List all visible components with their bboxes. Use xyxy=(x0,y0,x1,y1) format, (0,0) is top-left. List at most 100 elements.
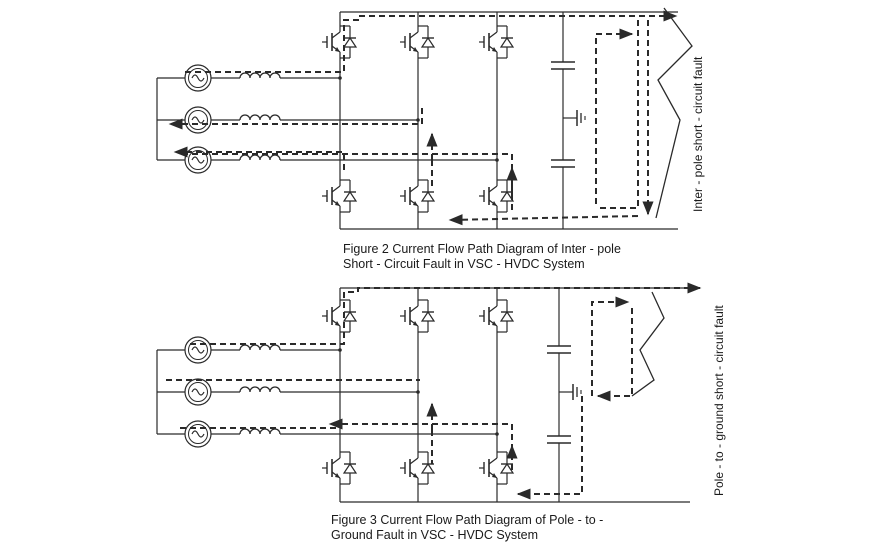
igbt-collector-lead xyxy=(488,457,498,465)
pole-to-ground-fault-diagram xyxy=(156,282,702,503)
igbt-collector-lead xyxy=(331,457,341,465)
junction-dot xyxy=(495,158,499,162)
capacitor xyxy=(547,345,571,354)
igbt-emitter-arrow xyxy=(413,47,418,52)
ac-source-inner xyxy=(188,382,208,402)
inductor xyxy=(239,154,281,161)
fault-current-path xyxy=(328,418,513,470)
ac-source-inner xyxy=(188,340,208,360)
diode-triangle xyxy=(499,310,515,322)
fault-current-path xyxy=(596,20,639,209)
ac-source xyxy=(184,146,212,174)
fault-lightning-symbol xyxy=(655,7,693,219)
inductor xyxy=(239,386,281,393)
igbt-collector-lead xyxy=(409,31,419,39)
igbt-switch xyxy=(400,179,436,213)
inductor-coil xyxy=(239,386,281,393)
inductor-coil xyxy=(239,72,281,79)
igbt-switch xyxy=(400,25,436,59)
ac-source-inner xyxy=(188,68,208,88)
ac-source xyxy=(184,420,212,448)
fault-current-path xyxy=(595,28,634,204)
igbt-switch xyxy=(479,451,515,485)
capacitor xyxy=(551,61,575,70)
inductor xyxy=(239,114,281,121)
ac-source-inner xyxy=(188,110,208,130)
igbt-emitter-arrow xyxy=(413,201,418,206)
inductor-coil xyxy=(239,428,281,435)
igbt-emitter-arrow xyxy=(413,321,418,326)
igbt-emitter-arrow xyxy=(335,201,340,206)
igbt-collector-lead xyxy=(409,305,419,313)
inductor-coil xyxy=(239,114,281,121)
ac-source-sine xyxy=(191,116,205,124)
ac-source-sine xyxy=(191,430,205,438)
diode-triangle xyxy=(420,310,436,322)
junction-dot xyxy=(495,432,499,436)
igbt-emitter-arrow xyxy=(335,321,340,326)
diode-triangle xyxy=(342,462,358,474)
igbt-collector-lead xyxy=(331,185,341,193)
fault-current-path xyxy=(591,296,630,396)
figure-2-caption-line-1: Figure 2 Current Flow Path Diagram of In… xyxy=(343,242,621,256)
igbt-collector-lead xyxy=(331,31,341,39)
inductor-coil xyxy=(239,154,281,161)
junction-dot xyxy=(338,348,342,352)
fault-current-path xyxy=(596,308,633,402)
junction-dot xyxy=(416,390,420,394)
igbt-emitter-arrow xyxy=(492,47,497,52)
fault-current-path xyxy=(185,10,678,73)
inter-pole-fault-diagram xyxy=(156,7,693,230)
igbt-switch xyxy=(322,451,358,485)
diode-triangle xyxy=(420,462,436,474)
figure-3-caption-line-1: Figure 3 Current Flow Path Diagram of Po… xyxy=(331,513,604,527)
igbt-collector-lead xyxy=(409,457,419,465)
igbt-switch xyxy=(322,179,358,213)
junction-dot xyxy=(416,118,420,122)
diode-triangle xyxy=(499,462,515,474)
ground-symbol xyxy=(576,110,586,126)
ac-source xyxy=(184,336,212,364)
igbt-switch xyxy=(400,299,436,333)
figure-2-caption: Figure 2 Current Flow Path Diagram of In… xyxy=(343,242,621,272)
inductor xyxy=(239,344,281,351)
figure-3-caption: Figure 3 Current Flow Path Diagram of Po… xyxy=(331,513,603,543)
igbt-switch xyxy=(479,179,515,213)
igbt-emitter-arrow xyxy=(335,47,340,52)
fault-current-path xyxy=(168,108,423,130)
diode-triangle xyxy=(499,190,515,202)
ac-source-sine xyxy=(191,74,205,82)
igbt-emitter-arrow xyxy=(492,321,497,326)
inductor xyxy=(239,72,281,79)
fault-current-path xyxy=(186,153,513,210)
igbt-switch xyxy=(322,299,358,333)
igbt-emitter-arrow xyxy=(492,201,497,206)
inductor xyxy=(239,428,281,435)
diode-triangle xyxy=(342,190,358,202)
igbt-switch xyxy=(322,25,358,59)
fault-current-path xyxy=(190,282,702,345)
igbt-collector-lead xyxy=(488,185,498,193)
igbt-switch xyxy=(479,299,515,333)
ac-source-sine xyxy=(191,388,205,396)
ac-source-inner xyxy=(188,424,208,444)
junction-dot xyxy=(338,76,342,80)
figure-3-caption-line-2: Ground Fault in VSC - HVDC System xyxy=(331,528,539,542)
igbt-collector-lead xyxy=(488,305,498,313)
fault-current-path xyxy=(448,214,639,226)
igbt-emitter-arrow xyxy=(492,473,497,478)
capacitor xyxy=(551,159,575,168)
ac-source xyxy=(184,106,212,134)
fault-label-inter-pole: Inter - pole short - circuit fault xyxy=(691,56,705,212)
igbt-emitter-arrow xyxy=(413,473,418,478)
ac-source-sine xyxy=(191,346,205,354)
diode-triangle xyxy=(342,36,358,48)
figure-2-caption-line-2: Short - Circuit Fault in VSC - HVDC Syst… xyxy=(343,257,585,271)
igbt-switch xyxy=(400,451,436,485)
inductor-coil xyxy=(239,344,281,351)
igbt-emitter-arrow xyxy=(335,473,340,478)
ground-symbol xyxy=(572,384,582,400)
igbt-collector-lead xyxy=(488,31,498,39)
ac-source-inner xyxy=(188,150,208,170)
